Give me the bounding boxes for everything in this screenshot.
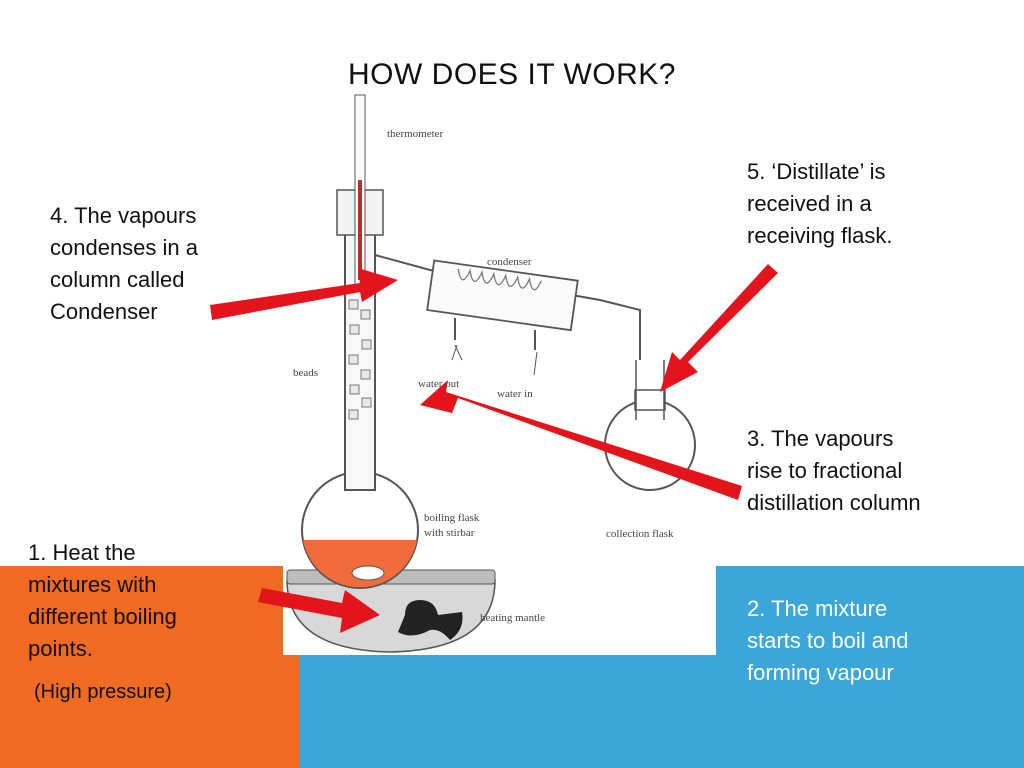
step-1-subnote: (High pressure) — [34, 681, 172, 703]
beads-label: beads — [293, 367, 319, 379]
collection-flask-neck — [634, 389, 666, 411]
water-out-arrow — [451, 344, 463, 361]
boiling-liquid — [303, 540, 417, 588]
step-3-note: 3. The vapours rise to fractional distil… — [747, 426, 921, 515]
condenser-tube — [374, 254, 641, 360]
arrow-to-column — [420, 380, 742, 500]
water-out-label: water out — [418, 378, 460, 390]
boiling-flask-label: boiling flask — [424, 512, 480, 524]
step-1-note: 1. Heat the mixtures with different boil… — [28, 540, 177, 661]
orange-background-block — [0, 566, 300, 768]
step-4-note: 4. The vapours condenses in a column cal… — [50, 203, 198, 324]
water-ports — [454, 318, 536, 350]
arrow-to-condenser — [210, 268, 398, 320]
arrow-to-receiving-flask — [660, 264, 778, 392]
red-arrows — [210, 264, 778, 633]
water-in-arrow — [533, 351, 538, 376]
column-beads — [348, 299, 372, 420]
thermometer-label: thermometer — [387, 128, 444, 140]
step-5-note: 5. ‘Distillate’ is received in a receivi… — [747, 159, 893, 248]
adapter — [635, 360, 665, 420]
mantle-cable — [398, 600, 463, 640]
heating-mantle — [286, 579, 496, 653]
stirbar — [351, 565, 385, 581]
condenser-coil — [457, 268, 542, 291]
heating-mantle-label: heating mantle — [480, 612, 546, 624]
collection-flask-label: collection flask — [606, 528, 674, 540]
arrow-to-flask — [258, 588, 380, 633]
boiling-flask-sublabel: with stirbar — [424, 527, 475, 539]
condenser-jacket — [426, 259, 579, 332]
condenser-label: condenser — [487, 256, 532, 268]
slide-title: HOW DOES IT WORK? — [348, 58, 676, 91]
thermometer-mercury — [358, 180, 362, 280]
step-2-note: 2. The mixture starts to boil and formin… — [747, 596, 909, 685]
water-in-label: water in — [497, 388, 533, 400]
